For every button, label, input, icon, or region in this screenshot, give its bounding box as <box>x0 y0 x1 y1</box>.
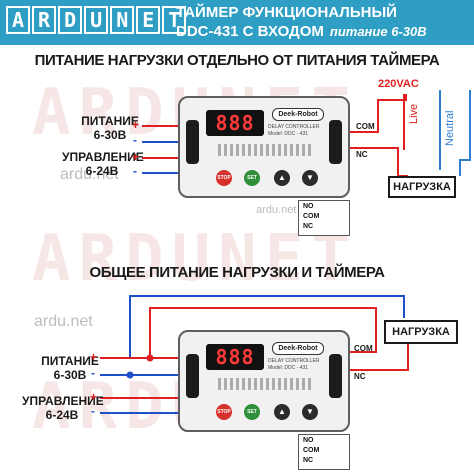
d1-neutral-label: Neutral <box>444 110 456 146</box>
d2-power-minus-sign: - <box>91 366 95 380</box>
d1-power-label: ПИТАНИЕ 6-30В <box>78 114 142 142</box>
d2-set-button[interactable]: SET <box>244 404 260 420</box>
logo-letter: R <box>32 6 57 34</box>
d1-timer-module: 888 Deek-Robot DELAY CONTROLLER Model: D… <box>178 96 350 198</box>
d2-control-label-text: УПРАВЛЕНИЕ 6-24В <box>22 394 104 422</box>
d1-power-plus-sign: + <box>132 118 140 132</box>
d1-stop-button[interactable]: STOP <box>216 170 232 186</box>
logo-letter: U <box>84 6 109 34</box>
watermark-url-3: ardu.net <box>34 313 93 330</box>
d2-control-plus-sign: + <box>90 390 98 404</box>
d2-led-display: 888 <box>206 344 264 370</box>
d2-nc-label: NC <box>354 372 366 381</box>
d2-shared-plus-wire <box>149 307 377 358</box>
relay-com-label: COM <box>303 213 320 220</box>
d1-down-button[interactable]: ▼ <box>302 170 318 186</box>
diagram2-title: ОБЩЕЕ ПИТАНИЕ НАГРУЗКИ И ТАЙМЕРА <box>89 264 385 281</box>
d1-power-label-text: ПИТАНИЕ 6-30В <box>81 114 139 142</box>
d2-stop-button[interactable]: STOP <box>216 404 232 420</box>
d2-load-box: НАГРУЗКА <box>384 320 458 344</box>
ardunet-logo: A R D U N E T <box>6 6 187 34</box>
d2-shared-minus-wire <box>129 295 405 358</box>
d2-relay-legend: NO COM NC <box>298 434 350 470</box>
logo-letter: E <box>136 6 161 34</box>
d2-brand-label: Deek-Robot <box>272 342 324 355</box>
relay-com-label: COM <box>303 447 320 454</box>
d1-voltage-label: 220VAC <box>378 78 419 90</box>
header-title: ТАЙМЕР ФУНКЦИОНАЛЬНЫЙ <box>176 4 397 21</box>
logo-letter: T <box>162 6 187 34</box>
d2-plus-junction <box>146 354 154 362</box>
d2-power-label: ПИТАНИЕ 6-30В <box>38 354 102 382</box>
d1-power-minus-sign: - <box>133 133 137 147</box>
watermark-url-2: ardu.net <box>256 204 297 216</box>
d2-control-minus-sign: - <box>91 404 95 418</box>
d1-model-line2: Model: DDC - 431 <box>268 131 309 137</box>
d1-mount-slot-right <box>329 120 342 164</box>
d2-buzzer-grille <box>218 378 314 390</box>
d1-neutral-wire <box>459 90 471 176</box>
header-banner: A R D U N E T ТАЙМЕР ФУНКЦИОНАЛЬНЫЙ DDC-… <box>0 0 474 45</box>
d1-up-button[interactable]: ▲ <box>274 170 290 186</box>
header-model: DDC-431 С ВХОДОМ <box>176 23 324 40</box>
d1-brand-label: Deek-Robot <box>272 108 324 121</box>
d1-set-button[interactable]: SET <box>244 170 260 186</box>
d2-up-button[interactable]: ▲ <box>274 404 290 420</box>
relay-nc-label: NC <box>303 457 314 464</box>
header-subtitle: DDC-431 С ВХОДОМ питание 6-30В <box>176 23 427 40</box>
d2-com-label: COM <box>354 344 373 353</box>
d2-minus-junction <box>126 371 134 379</box>
watermark-url-1: ardu.net <box>60 166 119 183</box>
d2-mount-slot-left <box>186 354 199 398</box>
d1-com-label: COM <box>356 122 375 131</box>
d2-timer-module: 888 Deek-Robot DELAY CONTROLLER Model: D… <box>178 330 350 432</box>
d1-mount-slot-left <box>186 120 199 164</box>
d2-power-label-text: ПИТАНИЕ 6-30В <box>41 354 99 382</box>
d1-live-wire <box>344 94 407 133</box>
d1-model-line1: DELAY CONTROLLER <box>268 124 320 130</box>
relay-no-label: NO <box>303 203 314 210</box>
watermark-logo-middle: ARDUNET <box>32 222 358 296</box>
d2-power-plus-sign: + <box>90 350 98 364</box>
d2-model-line1: DELAY CONTROLLER <box>268 358 320 364</box>
logo-letter: D <box>58 6 83 34</box>
logo-letter: A <box>6 6 31 34</box>
header-power-note: питание 6-30В <box>329 24 427 39</box>
d1-load-box: НАГРУЗКА <box>388 176 456 198</box>
relay-nc-label: NC <box>303 223 314 230</box>
d1-nc-label: NC <box>356 150 368 159</box>
d1-control-plus-sign: + <box>132 150 140 164</box>
d1-live-label: Live <box>408 103 420 124</box>
d1-buzzer-grille <box>218 144 314 156</box>
d2-control-label: УПРАВЛЕНИЕ 6-24В <box>22 394 104 422</box>
d1-control-label: УПРАВЛЕНИЕ 6-24В <box>62 150 144 178</box>
d2-mount-slot-right <box>329 354 342 398</box>
d1-relay-legend: NO COM NC <box>298 200 350 236</box>
d1-led-display: 888 <box>206 110 264 136</box>
d1-control-label-text: УПРАВЛЕНИЕ 6-24В <box>62 150 144 178</box>
d1-control-minus-sign: - <box>133 164 137 178</box>
diagram1-title: ПИТАНИЕ НАГРУЗКИ ОТДЕЛЬНО ОТ ПИТАНИЯ ТАЙ… <box>34 52 440 69</box>
d2-down-button[interactable]: ▼ <box>302 404 318 420</box>
d1-live-to-load-wire <box>344 147 408 177</box>
d2-com-to-load-wire <box>344 344 409 371</box>
logo-letter: N <box>110 6 135 34</box>
relay-no-label: NO <box>303 437 314 444</box>
d2-model-line2: Model: DDC - 431 <box>268 365 309 371</box>
